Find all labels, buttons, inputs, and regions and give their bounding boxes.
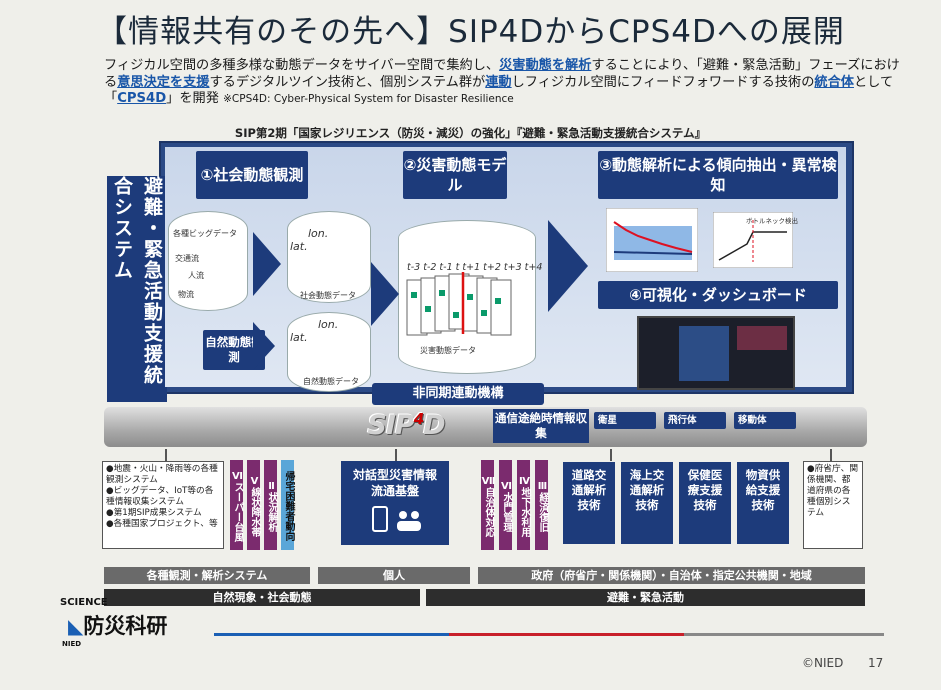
dialog-info-platform: 対話型災害情報流通基盤 bbox=[341, 461, 449, 545]
vcol-stranded-commuters: 帰宅困難者動向 bbox=[281, 460, 294, 550]
traffic-label: 交通流 bbox=[175, 254, 199, 263]
bigdata-cylinder bbox=[168, 211, 248, 311]
list-item: ●第1期SIP成果システム bbox=[106, 508, 202, 518]
desc-text: しフィジカル空間にフィードフォワードする技術の bbox=[511, 74, 815, 90]
bigdata-label: 各種ビッグデータ bbox=[173, 229, 237, 238]
nied-logo: SCIENCE ◣防災科研 NIED bbox=[60, 597, 168, 648]
connector bbox=[610, 449, 612, 461]
disaster-data-label: 災害動態データ bbox=[420, 346, 476, 355]
desc-text: フィジカル空間の多種多様な動態データをサイバー空間で集約し、 bbox=[104, 58, 500, 73]
agency-systems-box: ●府省庁、関係機関、都道府県の各種個別システム bbox=[803, 461, 863, 549]
social-cylinder bbox=[287, 211, 371, 303]
desc-highlight: 災害動態を解析 bbox=[499, 58, 592, 73]
copyright: ©NIED bbox=[802, 656, 844, 670]
logo-name: 防災科研 bbox=[83, 614, 168, 638]
logo-mark-icon: ◣ bbox=[68, 614, 84, 638]
lat-label-2: lat. bbox=[290, 331, 308, 344]
flow-arrow-1 bbox=[253, 232, 281, 296]
connector bbox=[395, 449, 397, 461]
dashboard-panel bbox=[737, 326, 787, 350]
individual-bar: 個人 bbox=[318, 567, 470, 584]
desc-highlight: CPS4D bbox=[117, 91, 167, 106]
observation-systems-box: ●地震・火山・降雨等の各種観測システム ●ビッグデータ、IoT等の各種情報収集シ… bbox=[102, 461, 224, 549]
stage-social-observation: ①社会動態観測 bbox=[196, 151, 308, 199]
sip4d-logo: SIP4D bbox=[350, 410, 462, 446]
marine-traffic-tech: 海上交通解析技術 bbox=[621, 462, 673, 544]
disaster-grid-graphic bbox=[406, 272, 512, 336]
mobile-tag: 移動体 bbox=[734, 412, 796, 429]
desc-highlight: 連動 bbox=[485, 74, 512, 90]
sip-text: SIP bbox=[367, 410, 414, 441]
comm-outage-collection: 通信途絶時情報収集 bbox=[493, 409, 589, 443]
list-item: ●地震・火山・降雨等の各種観測システム bbox=[106, 464, 218, 485]
desc-note: ※CPS4D: Cyber-Physical System for Disast… bbox=[223, 93, 514, 105]
desc-text: 」を開発 bbox=[166, 91, 224, 106]
aircraft-tag: 飛行体 bbox=[664, 412, 726, 429]
timeline-label: t-3 t-2 t-1 t t+1 t+2 t+3 t+4 bbox=[407, 262, 543, 273]
sip-tail: D bbox=[423, 410, 445, 441]
footer-line-red bbox=[449, 633, 684, 636]
natural-data-label: 自然動態データ bbox=[303, 377, 359, 386]
lon-label: lon. bbox=[308, 227, 329, 240]
desc-text: するデジタルツイン技術と、個別システム群が bbox=[209, 74, 486, 90]
lat-label: lat. bbox=[290, 240, 308, 253]
people-label: 人流 bbox=[188, 271, 204, 280]
connector bbox=[830, 449, 832, 461]
logo-science: SCIENCE bbox=[60, 597, 108, 608]
health-medical-tech: 保健医療支援技術 bbox=[679, 462, 731, 544]
desc-highlight: 意思決定を支援 bbox=[117, 74, 210, 90]
lon-label-2: lon. bbox=[318, 318, 339, 331]
description: フィジカル空間の多種多様な動態データをサイバー空間で集約し、災害動態を解析するこ… bbox=[104, 58, 904, 108]
natural-cylinder bbox=[287, 312, 371, 392]
government-bar: 政府（府省庁・関係機関）・自治体・指定公共機関・地域 bbox=[478, 567, 865, 584]
diagram-subtitle: SIP第2期「国家レジリエンス（防災・減災）の強化」『避難・緊急活動支援統合シス… bbox=[234, 126, 707, 140]
flow-arrow-3 bbox=[371, 262, 399, 326]
phone-people-icon bbox=[372, 506, 421, 532]
stage-analysis: ③動態解析による傾向抽出・異常検知 bbox=[598, 151, 838, 199]
page-number: 17 bbox=[868, 656, 884, 670]
bottleneck-chart-graphic bbox=[713, 212, 793, 268]
list-item: ●ビッグデータ、IoT等の各種情報収集システム bbox=[106, 486, 214, 507]
supply-tech: 物資供給支援技術 bbox=[737, 462, 789, 544]
natural-social-bar: 自然現象・社会動態 bbox=[104, 589, 420, 606]
flow-arrow-2 bbox=[253, 322, 275, 370]
social-data-label: 社会動態データ bbox=[300, 291, 356, 300]
logistics-label: 物流 bbox=[178, 290, 194, 299]
list-item: ●各種国家プロジェクト、等 bbox=[106, 519, 218, 529]
dashboard-screen bbox=[637, 316, 795, 390]
list-item: ●府省庁、関係機関、都道府県の各種個別システム bbox=[807, 464, 859, 518]
async-mechanism: 非同期連動機構 bbox=[372, 383, 544, 405]
flow-arrow-4 bbox=[548, 220, 588, 312]
desc-highlight: 統合体 bbox=[814, 74, 854, 90]
road-traffic-tech: 道路交通解析技術 bbox=[563, 462, 615, 544]
bottleneck-label: ボトルネック検出 bbox=[746, 217, 798, 225]
desc-text: することにより、「避難・緊急活動」フェーズにおける bbox=[104, 58, 900, 90]
side-label: 避難・緊急活動支援統合システム bbox=[107, 176, 167, 402]
center-box-label: 対話型災害情報流通基盤 bbox=[353, 468, 438, 498]
dashboard-map bbox=[679, 326, 729, 381]
evacuation-bar: 避難・緊急活動 bbox=[426, 589, 865, 606]
footer-line-gray bbox=[684, 633, 884, 636]
desc-text: として「 bbox=[104, 74, 894, 107]
footer-line-blue bbox=[214, 633, 449, 636]
stage-disaster-model: ②災害動態モデル bbox=[403, 151, 507, 199]
stage-dashboard: ④可視化・ダッシュボード bbox=[598, 281, 838, 309]
satellite-tag: 衛星 bbox=[594, 412, 656, 429]
sip-sup: 4 bbox=[413, 410, 424, 428]
logo-sub: NIED bbox=[62, 640, 82, 648]
slide-title: 【情報共有のその先へ】SIP4DからCPS4Dへの展開 bbox=[96, 14, 845, 50]
observation-analysis-bar: 各種観測・解析システム bbox=[104, 567, 310, 584]
trend-chart-graphic bbox=[606, 208, 698, 272]
connector bbox=[165, 449, 167, 461]
